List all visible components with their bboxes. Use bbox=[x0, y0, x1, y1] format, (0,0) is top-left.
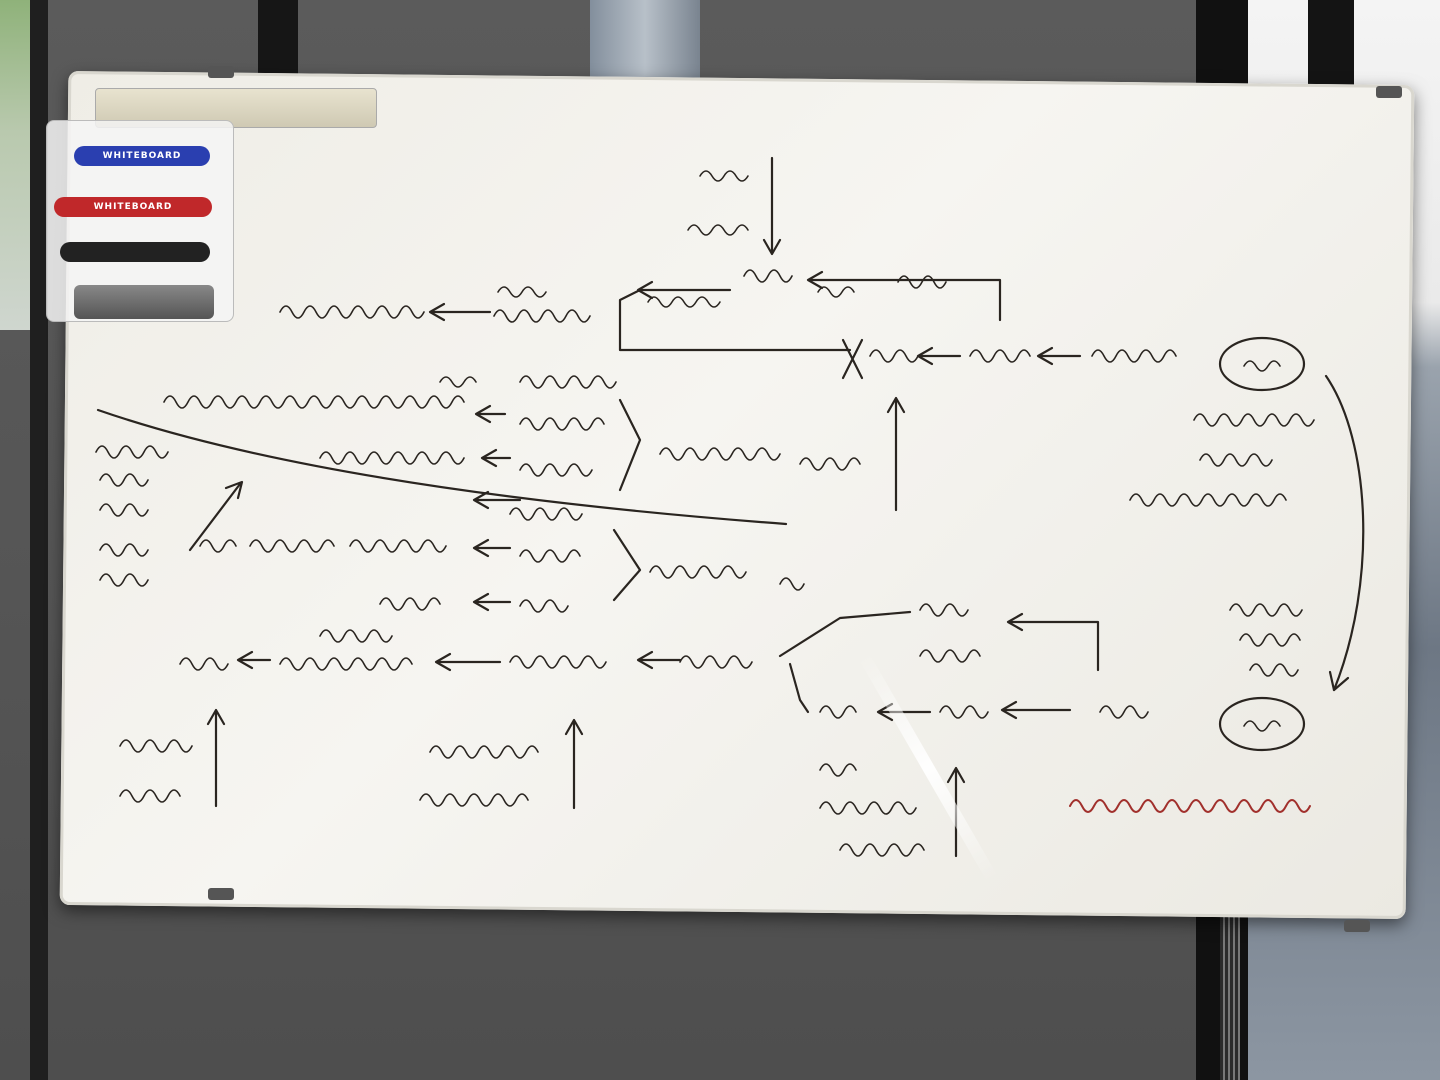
flow-arrow bbox=[236, 650, 272, 670]
flow-arrow bbox=[472, 490, 522, 510]
circled-node bbox=[1218, 336, 1306, 392]
flow-arrow bbox=[636, 280, 732, 300]
left-window bbox=[0, 0, 30, 330]
arrow-head bbox=[1328, 670, 1350, 692]
flow-arrow bbox=[434, 652, 502, 672]
flow-arrow bbox=[806, 270, 1002, 322]
flow-arrow bbox=[428, 302, 492, 322]
brace bbox=[612, 528, 642, 602]
board-clip bbox=[1376, 86, 1402, 98]
flow-arrow bbox=[1036, 346, 1082, 366]
curved-arrow bbox=[1324, 374, 1365, 692]
eraser[interactable] bbox=[74, 285, 214, 319]
down-arrow bbox=[762, 156, 782, 256]
board-clip bbox=[208, 888, 234, 900]
diagonal-line bbox=[96, 408, 788, 526]
flow-arrow bbox=[1006, 612, 1100, 672]
circled-node bbox=[1218, 696, 1306, 752]
flow-arrow bbox=[916, 346, 962, 366]
flow-arrow bbox=[1000, 700, 1072, 720]
black-marker[interactable] bbox=[60, 242, 210, 262]
brace bbox=[618, 398, 642, 492]
flow-line bbox=[788, 662, 810, 714]
up-arrow bbox=[886, 396, 906, 512]
flow-line bbox=[778, 610, 912, 658]
ceiling-fixture bbox=[590, 0, 700, 90]
left-window-frame bbox=[30, 0, 48, 1080]
diagonal-arrow bbox=[188, 480, 244, 552]
flow-arrow bbox=[472, 592, 512, 612]
red-marker[interactable]: WHITEBOARD bbox=[54, 197, 212, 217]
flow-arrow bbox=[636, 650, 682, 670]
board-shelf bbox=[95, 88, 377, 128]
hanging-cable bbox=[1220, 900, 1240, 1080]
bracket-line bbox=[618, 288, 852, 352]
up-arrow bbox=[564, 718, 584, 810]
flow-arrow bbox=[480, 448, 512, 468]
blue-marker[interactable]: WHITEBOARD bbox=[74, 146, 210, 166]
handwriting-strokes bbox=[95, 170, 1315, 857]
board-clip bbox=[208, 66, 234, 78]
cross-mark bbox=[841, 338, 864, 380]
flow-arrow bbox=[472, 538, 512, 558]
board-clip bbox=[1344, 920, 1370, 932]
up-arrow bbox=[206, 708, 226, 808]
red-handwriting bbox=[1069, 799, 1311, 813]
flow-arrow bbox=[474, 404, 507, 424]
